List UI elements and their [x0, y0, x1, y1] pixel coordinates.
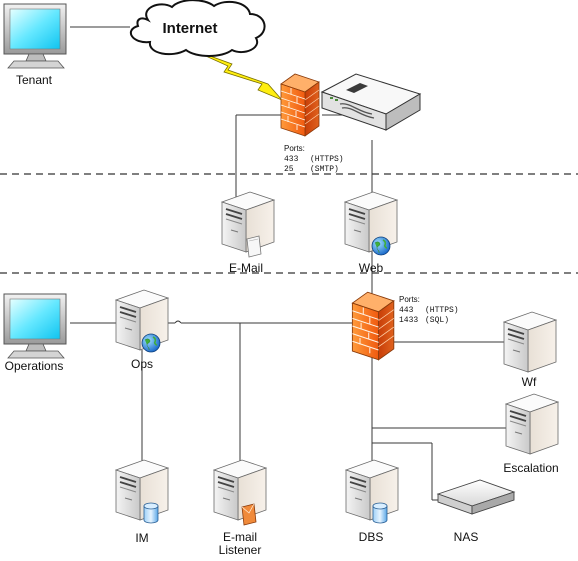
firewall-icon [280, 73, 320, 137]
email-server-node: E-Mail [221, 191, 275, 275]
operations-label: Operations [5, 359, 64, 373]
database-icon [372, 502, 388, 524]
server-icon [345, 459, 399, 521]
internet-label: Internet [162, 20, 217, 37]
port-protocol: (HTTPS) [310, 155, 344, 164]
nas-label: NAS [454, 530, 479, 544]
monitor-icon [3, 3, 67, 69]
web-server-node: Web [344, 191, 398, 275]
ops-label: Ops [131, 357, 153, 371]
ports-internal: Ports: 443 (HTTPS) 1433 (SQL) [399, 295, 459, 325]
firewall-icon [351, 291, 395, 361]
globe-icon [371, 236, 391, 256]
ports-dmz: Ports: 433 (HTTPS) 25 (SMTP) [284, 144, 344, 174]
dbs-server-node: DBS [345, 459, 399, 544]
tenant-label: Tenant [16, 73, 53, 87]
port-number: 25 [284, 165, 294, 174]
tenant-node: Tenant [3, 3, 67, 87]
ports-title: Ports: [284, 144, 305, 153]
operations-node: Operations [3, 293, 67, 373]
escalation-label: Escalation [503, 461, 558, 475]
dbs-label: DBS [359, 530, 384, 544]
monitor-icon [3, 293, 67, 359]
port-protocol: (HTTPS) [425, 306, 459, 315]
ports-title: Ports: [399, 295, 420, 304]
im-server-node: IM [115, 459, 169, 545]
im-label: IM [135, 531, 148, 545]
lightning-icon [187, 47, 283, 101]
router-icon [321, 73, 421, 131]
email-label: E-Mail [229, 261, 263, 275]
internet-cloud: Internet [129, 0, 266, 57]
port-protocol: (SMTP) [310, 165, 339, 174]
port-number: 433 [284, 155, 299, 164]
database-icon [143, 502, 159, 524]
ops-server-node: Ops [115, 289, 169, 371]
server-icon [505, 393, 559, 455]
server-icon [115, 459, 169, 521]
web-label: Web [359, 261, 384, 275]
email-listener-label-line2: Listener [219, 543, 262, 557]
wf-label: Wf [522, 375, 537, 389]
email-listener-label: E-mail [223, 530, 257, 544]
server-icon [503, 311, 557, 373]
wf-server-node: Wf [503, 311, 557, 389]
mail-icon [246, 235, 262, 258]
nas-appliance-icon [437, 479, 515, 515]
nas-node: NAS [437, 479, 515, 544]
cloud-icon [129, 0, 266, 57]
globe-icon [141, 333, 161, 353]
port-number: 443 [399, 306, 414, 315]
escalation-server-node: Escalation [503, 393, 559, 475]
email-listener-server-node: E-mail Listener [213, 459, 267, 557]
port-number: 1433 [399, 316, 418, 325]
port-protocol: (SQL) [425, 316, 449, 325]
mail-icon [241, 503, 257, 526]
server-icon [213, 459, 267, 521]
